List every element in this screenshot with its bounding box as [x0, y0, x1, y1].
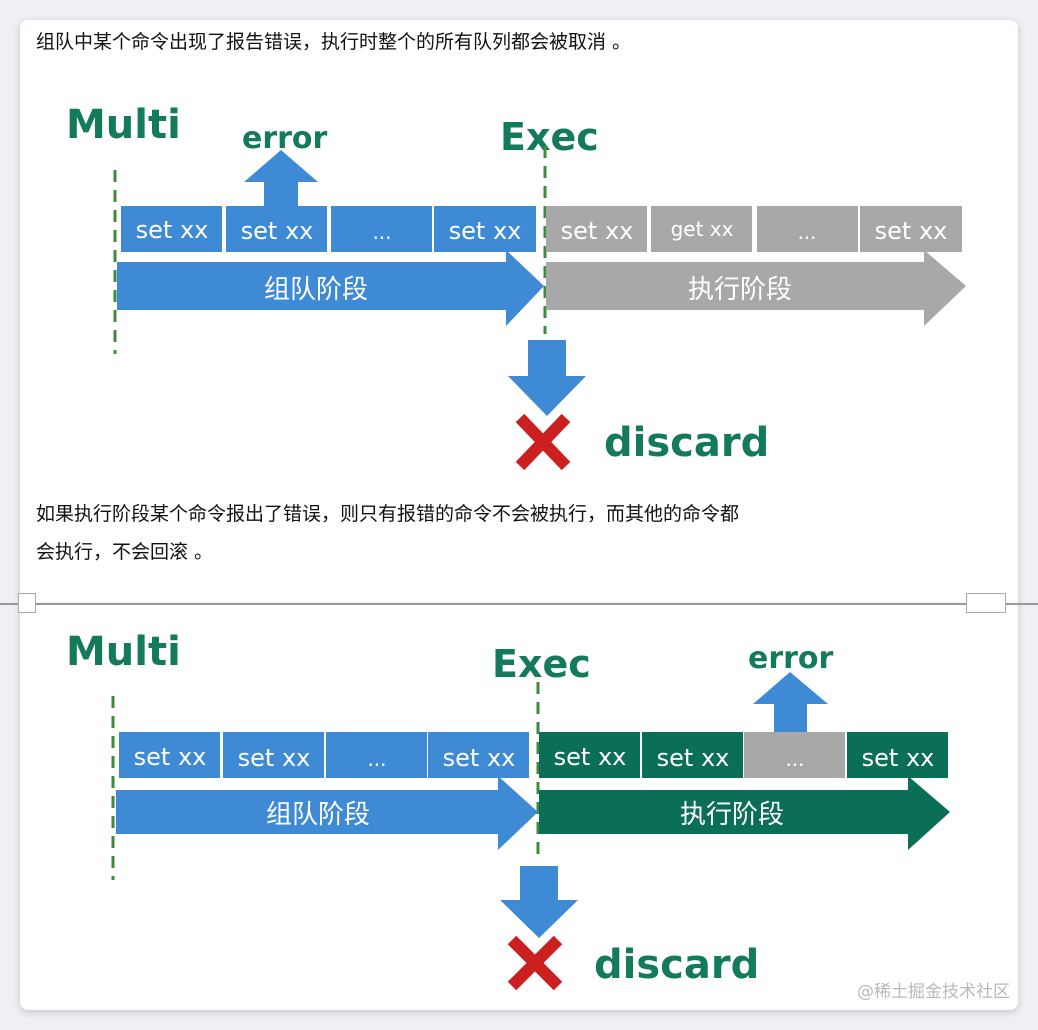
queue-cmd-4: set xx: [449, 217, 522, 245]
queue-stage-arrow: [117, 250, 544, 326]
exec-cmd-box-3: [757, 206, 858, 252]
queue-cmd-box-4: [428, 732, 529, 778]
right-resize-handle[interactable]: [966, 593, 1006, 613]
exec-cmd-3: ...: [785, 747, 804, 771]
exec-cmd-box-1: [546, 206, 647, 252]
queue-cmd-box-3: [331, 206, 432, 252]
section-divider: [0, 603, 1038, 605]
exec-cmd-box-3-error: [744, 732, 845, 778]
left-resize-handle[interactable]: [18, 593, 36, 613]
discard-label: discard: [604, 420, 769, 466]
queue-cmd-box-3: [326, 732, 427, 778]
exec-label: Exec: [500, 115, 599, 159]
exec-stage-arrow: [539, 776, 950, 850]
queue-cmd-3: ...: [372, 220, 391, 244]
discard-down-arrow-icon: [500, 866, 578, 938]
middle-paragraph-line-2: 会执行，不会回滚 。: [36, 541, 214, 563]
exec-cmd-2: set xx: [657, 744, 730, 772]
queue-command-boxes: set xx set xx ... set xx: [119, 732, 529, 778]
discard-x-icon: [507, 935, 563, 991]
exec-cmd-box-1: [539, 732, 640, 778]
exec-cmd-1: set xx: [554, 743, 627, 771]
multi-label: Multi: [66, 102, 181, 148]
discard-x-icon: [515, 413, 571, 471]
bottom-card: Multi Exec error set xx set xx ... set x…: [20, 604, 1018, 1010]
exec-stage-label: 执行阶段: [680, 800, 784, 830]
queue-cmd-2: set xx: [238, 744, 311, 772]
queue-cmd-box-2: [226, 206, 327, 252]
discard-down-arrow-icon: [508, 340, 586, 416]
error-label: error: [242, 121, 328, 156]
top-diagram: Multi Exec error set xx set xx ... set x…: [66, 102, 966, 471]
queue-stage-label: 组队阶段: [264, 275, 368, 305]
queue-cmd-box-4: [434, 206, 536, 252]
error-up-arrow-icon: [753, 672, 828, 732]
exec-cmd-4: set xx: [862, 744, 935, 772]
exec-cmd-box-4: [847, 732, 948, 778]
top-card: 组队中某个命令出现了报告错误，执行时整个的所有队列都会被取消 。 Multi E…: [20, 20, 1018, 604]
exec-stage-label: 执行阶段: [688, 275, 792, 305]
exec-cmd-3: ...: [797, 220, 816, 244]
queue-cmd-box-2: [223, 732, 324, 778]
queue-cmd-4: set xx: [443, 744, 516, 772]
exec-label: Exec: [492, 642, 591, 686]
exec-cmd-1: set xx: [561, 217, 634, 245]
bottom-diagram: Multi Exec error set xx set xx ... set x…: [66, 629, 950, 991]
exec-cmd-box-2: [642, 732, 743, 778]
error-up-arrow-icon: [244, 150, 318, 208]
exec-cmd-2: get xx: [671, 217, 734, 241]
queue-cmd-2: set xx: [241, 217, 314, 245]
multi-label: Multi: [66, 629, 181, 675]
queue-stage-arrow: [116, 776, 538, 850]
queue-cmd-box-1: [121, 206, 222, 252]
exec-cmd-box-4: [860, 206, 962, 252]
queue-cmd-box-1: [119, 732, 220, 778]
queue-cmd-1: set xx: [136, 216, 209, 244]
exec-command-boxes: set xx set xx ... set xx: [539, 732, 948, 778]
queue-stage-label: 组队阶段: [266, 800, 370, 830]
exec-cmd-4: set xx: [875, 217, 948, 245]
top-paragraph: 组队中某个命令出现了报告错误，执行时整个的所有队列都会被取消 。: [36, 31, 632, 53]
error-label: error: [748, 641, 834, 676]
queue-cmd-1: set xx: [134, 743, 207, 771]
exec-cmd-box-2: [651, 206, 752, 252]
queue-cmd-3: ...: [367, 747, 386, 771]
queue-command-boxes: set xx set xx ... set xx: [121, 206, 536, 252]
middle-paragraph-line-1: 如果执行阶段某个命令报出了错误，则只有报错的命令不会被执行，而其他的命令都: [36, 503, 740, 525]
discard-label: discard: [594, 942, 759, 988]
watermark: @稀土掘金技术社区: [857, 982, 1010, 1002]
exec-stage-arrow: [546, 250, 966, 326]
exec-command-boxes: set xx get xx ... set xx: [546, 206, 962, 252]
